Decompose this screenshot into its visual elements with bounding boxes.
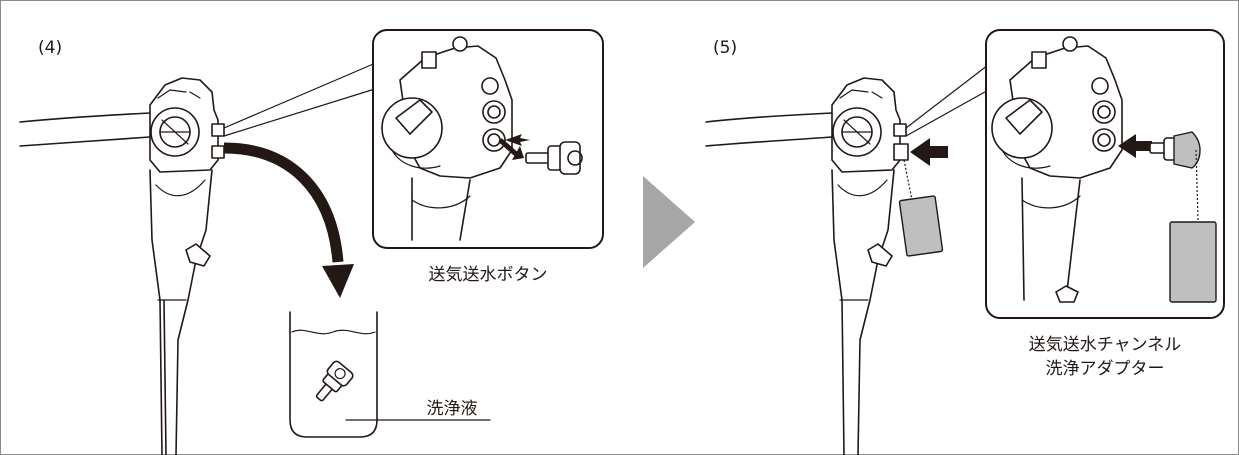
cleaning-liquid-label: 洗浄液 bbox=[427, 399, 478, 419]
cleaning-beaker bbox=[289, 311, 491, 438]
callout-line-4a bbox=[223, 61, 379, 129]
step-4-number: (4) bbox=[38, 38, 62, 58]
callout-line-4b bbox=[223, 87, 379, 137]
adapter-tag-small bbox=[898, 195, 944, 257]
step-4-panel: (4) bbox=[19, 29, 604, 455]
zoom-box-4 bbox=[372, 29, 604, 249]
adapter-label-line2: 洗浄アダプター bbox=[1046, 359, 1165, 379]
endoscope-control-section-4 bbox=[19, 77, 225, 455]
air-water-button-label: 送気送水ボタン bbox=[429, 265, 548, 285]
channel-cleaning-adapter bbox=[1149, 131, 1217, 303]
next-step-arrow bbox=[643, 176, 695, 268]
insert-arrow-5 bbox=[910, 138, 948, 166]
adapter-label-line1: 送気送水チャンネル bbox=[1029, 335, 1182, 355]
step-5-number: (5) bbox=[713, 38, 737, 58]
callout-line-5a bbox=[905, 61, 993, 129]
air-water-button-removed bbox=[525, 141, 583, 175]
removal-arrow-4 bbox=[223, 142, 354, 298]
step-5-panel: (5) bbox=[705, 29, 1225, 455]
zoom-box-5 bbox=[985, 29, 1225, 319]
callout-line-5b bbox=[905, 87, 993, 137]
adapter-tag-large bbox=[1169, 221, 1217, 303]
endoscope-control-section-5 bbox=[705, 77, 944, 455]
